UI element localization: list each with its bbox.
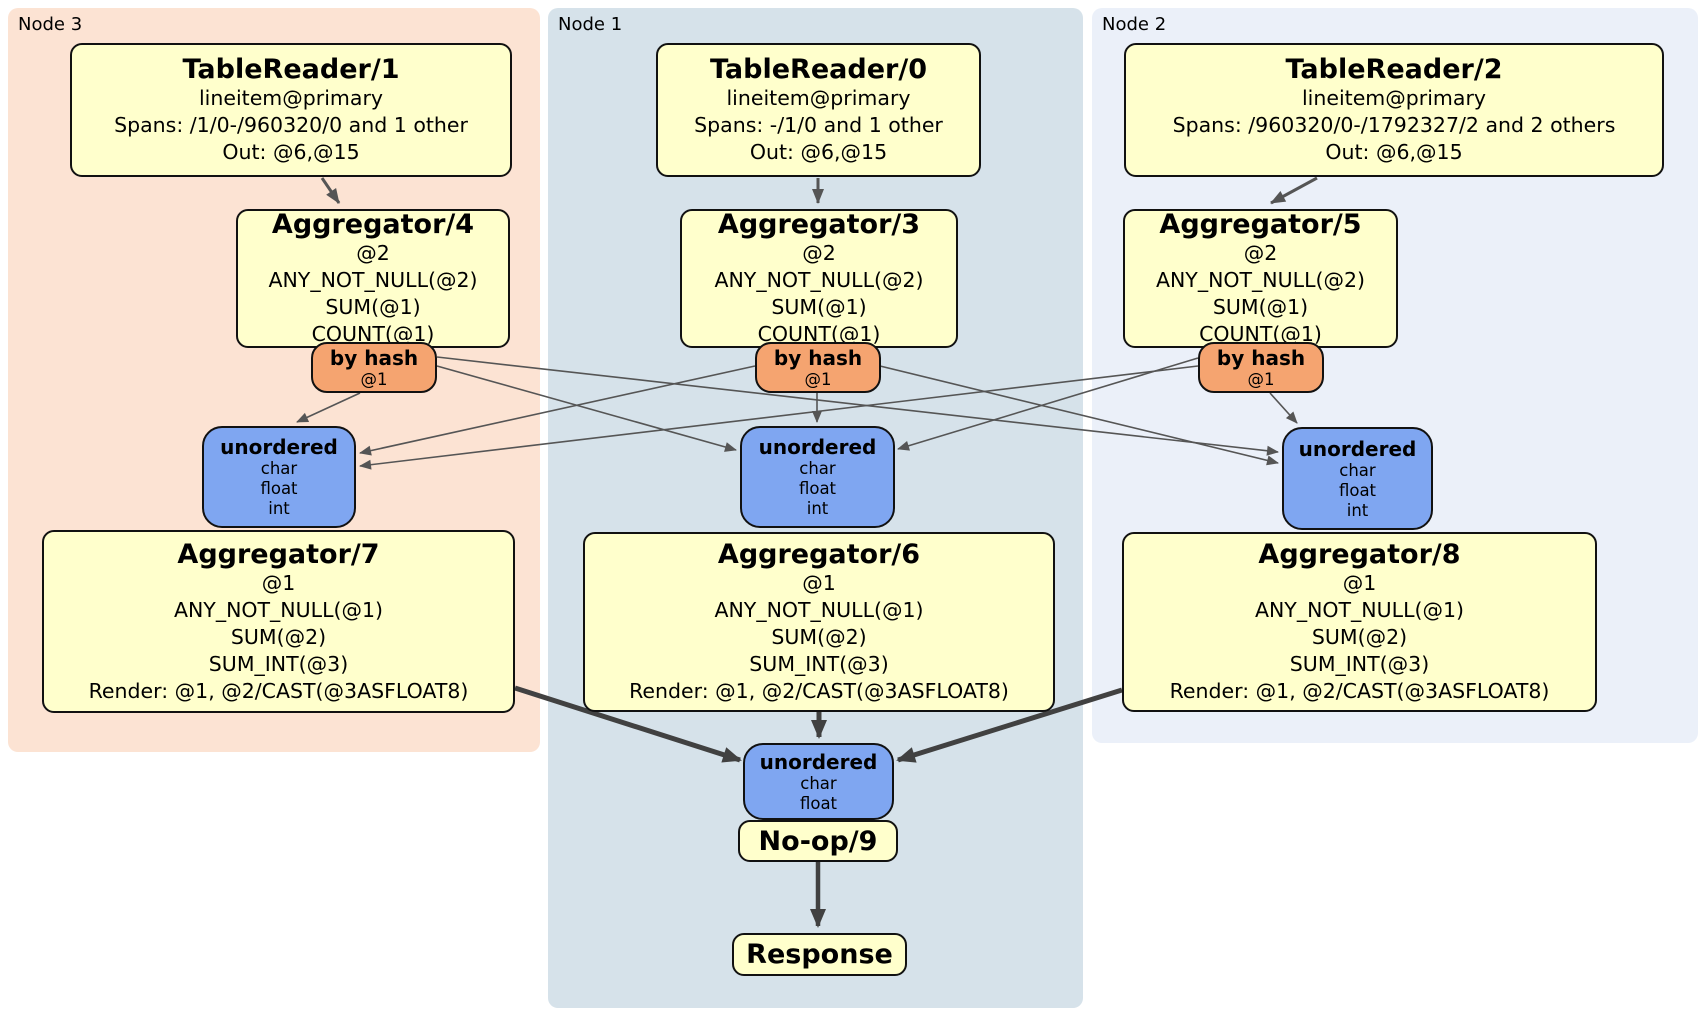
tablereader-1-out: Out: @6,@15 <box>222 140 360 164</box>
aggregator-3-fn: ANY_NOT_NULL(@2) <box>714 268 924 292</box>
aggregator-5-fn: SUM(@1) <box>1212 295 1309 319</box>
aggregator-7-render: Render: @1, @2/CAST(@3ASFLOAT8) <box>88 678 469 703</box>
edge-router3-sync1 <box>436 365 737 452</box>
aggregator-8-fn: SUM(@2) <box>1311 625 1408 649</box>
sync-type: int <box>806 499 829 518</box>
tablereader-2-index: lineitem@primary <box>1301 86 1487 110</box>
unordered-sync-node2-title: unordered <box>1298 436 1417 461</box>
aggregator-8-fn: SUM_INT(@3) <box>1289 652 1430 676</box>
aggregator-7-fn: SUM(@2) <box>230 624 327 649</box>
aggregator-6-groupcols: @1 <box>802 571 836 595</box>
noop-9-title: No-op/9 <box>758 825 878 857</box>
sync-type: char <box>1339 460 1376 480</box>
aggregator-3-title: Aggregator/3 <box>717 209 921 240</box>
tablereader-0-out: Out: @6,@15 <box>749 140 888 164</box>
unordered-sync-node2: unordered char float int <box>1282 427 1433 530</box>
tablereader-1-box: TableReader/1 lineitem@primary Spans: /1… <box>70 43 512 177</box>
tablereader-0-index: lineitem@primary <box>726 86 911 110</box>
noop-9-box: No-op/9 <box>738 820 898 862</box>
aggregator-8-groupcols: @1 <box>1342 571 1377 595</box>
aggregator-8-box: Aggregator/8 @1 ANY_NOT_NULL(@1) SUM(@2)… <box>1122 532 1597 712</box>
sync-type: float <box>799 793 838 813</box>
edge-router3-sync2 <box>436 356 1279 456</box>
aggregator-7-title: Aggregator/7 <box>177 538 380 570</box>
sync-type: float <box>260 479 298 498</box>
aggregator-6-box: Aggregator/6 @1 ANY_NOT_NULL(@1) SUM(@2)… <box>583 532 1055 712</box>
tablereader-2-title: TableReader/2 <box>1285 54 1503 85</box>
tablereader-1-spans: Spans: /1/0-/960320/0 and 1 other <box>114 113 468 137</box>
edge-router1-sync2 <box>879 365 1279 466</box>
aggregator-6-title: Aggregator/6 <box>717 539 921 570</box>
hash-router-node3-title: by hash <box>329 345 419 370</box>
unordered-sync-node3-title: unordered <box>220 435 338 459</box>
aggregator-5-groupcols: @2 <box>1243 241 1278 265</box>
hash-router-node1: by hash @1 <box>755 342 881 393</box>
edge-tr2-agg5 <box>1270 176 1318 205</box>
sync-type: int <box>268 499 290 518</box>
aggregator-8-fn: ANY_NOT_NULL(@1) <box>1254 598 1465 622</box>
tablereader-0-box: TableReader/0 lineitem@primary Spans: -/… <box>656 43 981 177</box>
aggregator-7-groupcols: @1 <box>261 570 296 595</box>
tablereader-2-out: Out: @6,@15 <box>1325 140 1463 164</box>
aggregator-6-fn: SUM_INT(@3) <box>749 652 889 676</box>
hash-router-node1-cols: @1 <box>804 369 832 389</box>
response-box: Response <box>732 933 907 976</box>
aggregator-4-groupcols: @2 <box>356 241 390 265</box>
tablereader-1-index: lineitem@primary <box>198 86 384 110</box>
edge-router3-sync3 <box>296 392 361 423</box>
aggregator-4-fn: SUM(@1) <box>325 295 421 319</box>
aggregator-3-fn: SUM(@1) <box>771 295 867 319</box>
edge-router2-sync1 <box>897 357 1199 451</box>
sync-type: char <box>260 459 298 478</box>
sync-type: float <box>798 479 837 498</box>
tablereader-2-box: TableReader/2 lineitem@primary Spans: /9… <box>1124 43 1664 177</box>
edge-router2-sync3 <box>359 365 1199 470</box>
aggregator-4-fn: ANY_NOT_NULL(@2) <box>268 268 478 292</box>
aggregator-3-groupcols: @2 <box>802 241 836 265</box>
aggregator-7-fn: ANY_NOT_NULL(@1) <box>173 597 384 622</box>
hash-router-node2-title: by hash <box>1216 345 1306 370</box>
aggregator-3-box: Aggregator/3 @2 ANY_NOT_NULL(@2) SUM(@1)… <box>680 209 958 348</box>
edge-router2-sync2 <box>1269 392 1298 424</box>
aggregator-6-render: Render: @1, @2/CAST(@3ASFLOAT8) <box>629 679 1009 703</box>
sync-type: char <box>800 773 837 793</box>
node-3-label: Node 3 <box>18 14 83 35</box>
aggregator-5-box: Aggregator/5 @2 ANY_NOT_NULL(@2) SUM(@1)… <box>1123 209 1398 348</box>
sync-type: int <box>1346 500 1369 520</box>
unordered-sync-node1-title: unordered <box>758 435 877 459</box>
edge-tr1-agg4 <box>320 177 341 204</box>
sync-type: char <box>799 459 836 478</box>
aggregator-6-fn: ANY_NOT_NULL(@1) <box>714 598 924 622</box>
sync-type: float <box>1338 480 1377 500</box>
edge-agg8-finalsync <box>896 687 1123 763</box>
tablereader-2-spans: Spans: /960320/0-/1792327/2 and 2 others <box>1172 113 1616 137</box>
aggregator-8-render: Render: @1, @2/CAST(@3ASFLOAT8) <box>1169 679 1550 703</box>
node-1-label: Node 1 <box>558 14 623 35</box>
unordered-sync-final-title: unordered <box>759 749 878 774</box>
hash-router-node3-cols: @1 <box>360 369 388 389</box>
tablereader-0-spans: Spans: -/1/0 and 1 other <box>694 113 943 137</box>
hash-router-node2-cols: @1 <box>1247 369 1275 389</box>
aggregator-7-box: Aggregator/7 @1 ANY_NOT_NULL(@1) SUM(@2)… <box>42 530 515 713</box>
unordered-sync-node3: unordered char float int <box>202 426 356 528</box>
aggregator-7-fn: SUM_INT(@3) <box>208 651 349 676</box>
aggregator-4-title: Aggregator/4 <box>271 209 475 240</box>
edge-agg7-finalsync <box>514 685 742 763</box>
hash-router-node1-title: by hash <box>773 345 863 370</box>
aggregator-5-title: Aggregator/5 <box>1159 209 1362 240</box>
hash-router-node3: by hash @1 <box>311 342 437 393</box>
tablereader-0-title: TableReader/0 <box>710 54 927 85</box>
aggregator-5-fn: ANY_NOT_NULL(@2) <box>1155 268 1366 292</box>
hash-router-node2: by hash @1 <box>1198 342 1324 393</box>
tablereader-1-title: TableReader/1 <box>182 54 400 85</box>
node-2-label: Node 2 <box>1102 14 1167 35</box>
unordered-sync-node1: unordered char float int <box>740 426 895 528</box>
response-title: Response <box>746 939 893 970</box>
unordered-sync-final: unordered char float <box>743 743 894 820</box>
aggregator-6-fn: SUM(@2) <box>771 625 867 649</box>
edge-router1-sync3 <box>359 365 756 456</box>
aggregator-8-title: Aggregator/8 <box>1258 539 1461 570</box>
aggregator-4-box: Aggregator/4 @2 ANY_NOT_NULL(@2) SUM(@1)… <box>236 209 510 348</box>
